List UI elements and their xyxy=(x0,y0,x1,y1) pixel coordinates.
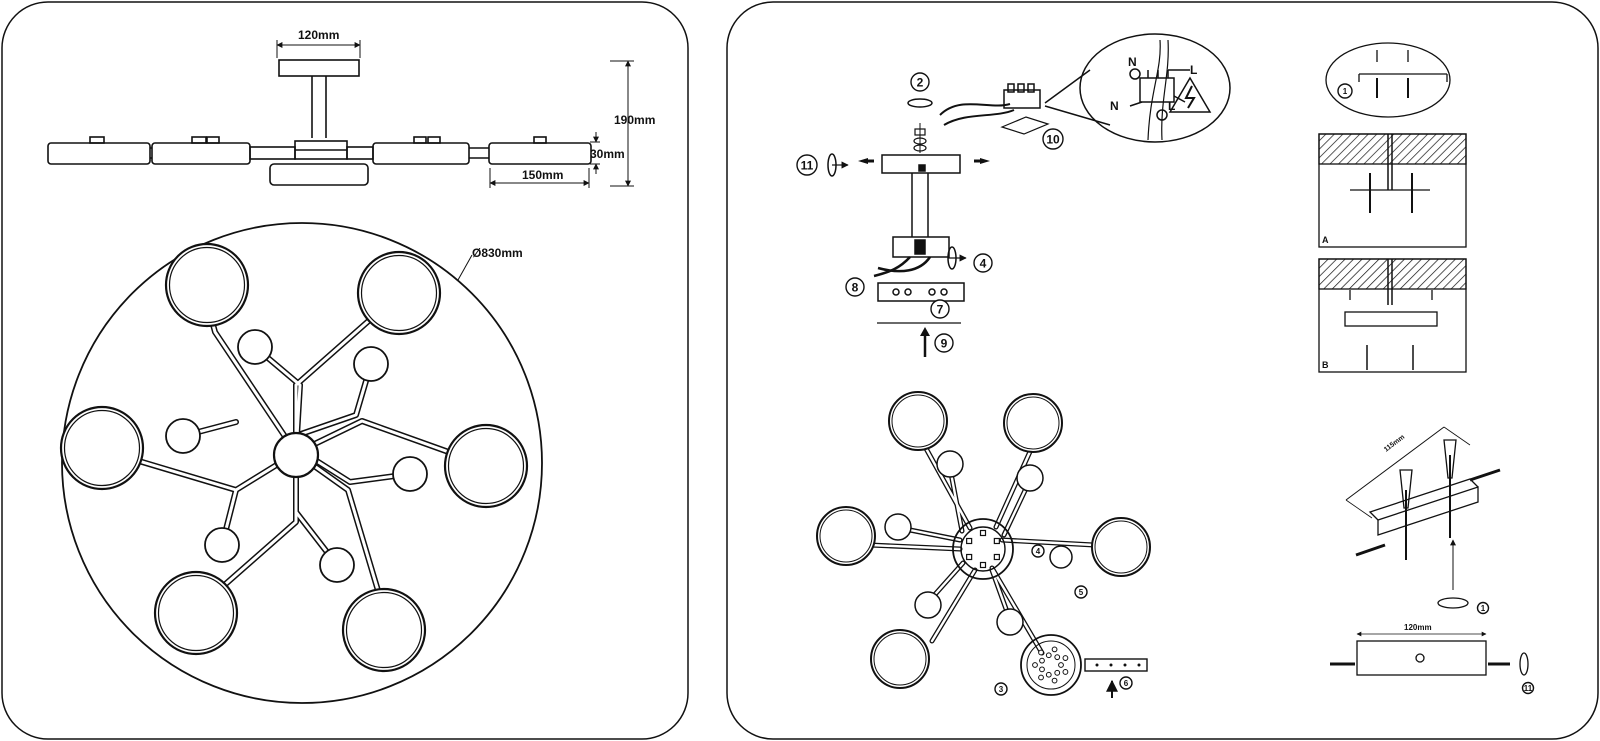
small-globe xyxy=(996,608,1024,636)
step-badge: 6 xyxy=(1119,676,1133,690)
step-badge: 4 xyxy=(973,253,993,273)
small-globe xyxy=(204,527,240,563)
step-number: 1 xyxy=(1481,604,1486,613)
small-globe xyxy=(884,513,912,541)
top-width-label: 120mm xyxy=(298,28,339,42)
dimension-panel: 120mm 190mm 30mm 150mm Ø830mm xyxy=(1,1,689,740)
step-number: 5 xyxy=(1079,588,1084,597)
large-globe xyxy=(870,629,930,689)
step-number: 6 xyxy=(1124,679,1129,688)
step-badge: 2 xyxy=(910,72,930,92)
wiring-labels: N L N L xyxy=(1110,55,1197,113)
step-badge: 5 xyxy=(1074,585,1088,599)
side-view xyxy=(47,59,592,186)
center-hub xyxy=(272,431,320,479)
hub xyxy=(952,518,1014,580)
large-globe xyxy=(443,423,529,509)
step-badge: 1 xyxy=(1337,83,1353,99)
large-globe xyxy=(1091,517,1151,577)
step-badge: 8 xyxy=(845,277,865,297)
top-view: Ø830mm xyxy=(59,222,543,704)
large-globe xyxy=(816,506,876,566)
diameter-label: Ø830mm xyxy=(472,246,523,260)
assembly-view xyxy=(816,391,1151,698)
step-number: 10 xyxy=(1046,133,1060,147)
wiring-callout xyxy=(1044,33,1231,143)
canopy-plate xyxy=(1020,634,1082,696)
arm-height-label: 30mm xyxy=(590,147,625,161)
step-number: 7 xyxy=(937,303,944,317)
plate-width-label: 120mm xyxy=(1404,623,1432,632)
small-globe xyxy=(392,456,428,492)
neutral-label-bottom: N xyxy=(1110,99,1119,113)
small-globe xyxy=(1049,545,1073,569)
large-globe xyxy=(341,587,427,673)
ceiling-detail xyxy=(1318,42,1467,373)
small-globe xyxy=(914,591,942,619)
large-globe xyxy=(888,391,948,451)
bracket-length-label: 115mm xyxy=(1383,434,1406,454)
step-number: 4 xyxy=(980,257,987,271)
arrow-group xyxy=(858,158,990,336)
step-badge: 4 xyxy=(1031,544,1045,558)
small-globe xyxy=(353,346,389,382)
live-label-top: L xyxy=(1190,63,1197,77)
dimension-lines xyxy=(276,40,634,188)
step-number: 4 xyxy=(1036,547,1041,556)
mounting-diagram xyxy=(827,83,1050,324)
arm-length-label: 150mm xyxy=(522,168,563,182)
step-number: 11 xyxy=(1524,684,1533,693)
step-badge: 1 xyxy=(1476,601,1490,615)
total-height-label: 190mm xyxy=(614,113,655,127)
step-number: 1 xyxy=(1343,87,1348,96)
large-globe xyxy=(164,242,250,328)
small-globe xyxy=(1016,464,1044,492)
cover-cap xyxy=(1084,658,1148,672)
bracket-detail xyxy=(1330,426,1529,676)
step-number: 11 xyxy=(801,159,814,173)
neutral-label-top: N xyxy=(1128,55,1137,69)
large-globe xyxy=(153,570,239,656)
panel-a-label: A xyxy=(1322,235,1329,245)
large-globe xyxy=(59,405,145,491)
step-badge: 9 xyxy=(934,333,954,353)
step-number: 9 xyxy=(941,337,948,351)
step-number: 3 xyxy=(999,685,1004,694)
large-globe xyxy=(356,250,442,336)
small-globe xyxy=(936,450,964,478)
large-globe xyxy=(1003,393,1063,453)
step-badge: 11 xyxy=(1521,681,1535,695)
small-globe xyxy=(165,418,201,454)
live-label-bottom: L xyxy=(1168,99,1175,113)
step-number: 8 xyxy=(852,281,859,295)
small-globe xyxy=(237,329,273,365)
step-badge: 7 xyxy=(930,299,950,319)
panel-b-label: B xyxy=(1322,360,1329,370)
step-badge: 10 xyxy=(1042,128,1064,150)
step-badge: 11 xyxy=(796,154,818,176)
step-number: 2 xyxy=(917,76,924,90)
small-globe xyxy=(319,547,355,583)
step-badge: 3 xyxy=(994,682,1008,696)
